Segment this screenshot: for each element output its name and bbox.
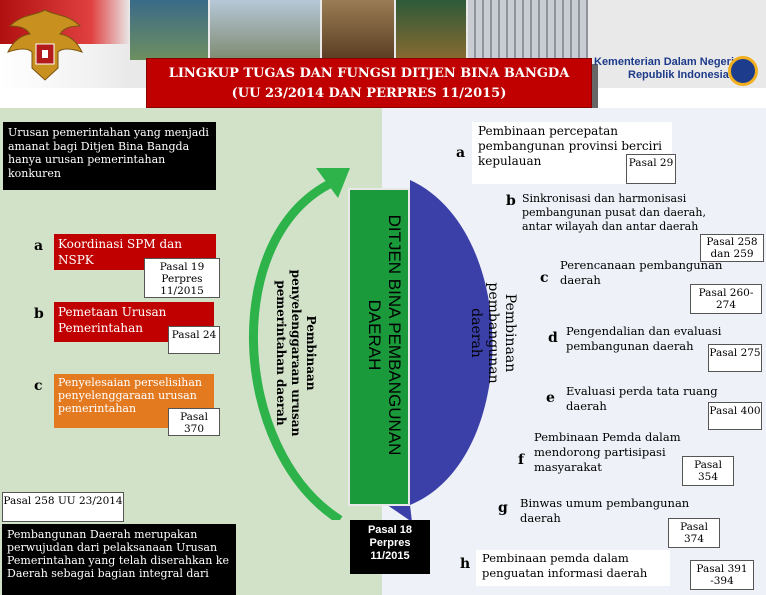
bottom-pasal-258: Pasal 258 UU 23/2014	[2, 492, 124, 522]
green-arc-arrowhead-icon	[316, 168, 350, 198]
right-item-h-pasal: Pasal 391 -394	[690, 560, 754, 590]
right-item-b-pasal: Pasal 258 dan 259	[700, 234, 764, 262]
right-item-h-letter: h	[460, 556, 471, 572]
ministry-logo-icon	[728, 56, 758, 86]
right-item-a-pasal: Pasal 29	[626, 154, 676, 184]
right-item-b-letter: b	[506, 193, 516, 209]
right-item-f-letter: f	[518, 452, 525, 468]
title-line-2: (UU 23/2014 DAN PERPRES 11/2015)	[231, 86, 507, 101]
left-item-b-letter: b	[34, 306, 44, 322]
title-line-1: LINGKUP TUGAS DAN FUNGSI DITJEN BINA BAN…	[168, 66, 570, 81]
photo-bird	[396, 0, 466, 60]
pembangunan-daerah-note: Pembangunan Daerah merupakan perwujudan …	[2, 524, 236, 595]
right-item-b-label: Sinkronisasi dan harmonisasi pembangunan…	[522, 192, 706, 233]
right-item-g-pasal: Pasal 374	[668, 518, 720, 548]
right-item-d-letter: d	[548, 330, 558, 346]
urusan-note: Urusan pemerintahan yang menjadi amanat …	[3, 122, 216, 190]
left-item-c-pasal: Pasal 370	[168, 408, 220, 436]
pasal-18-box: Pasal 18 Perpres 11/2015	[350, 520, 430, 574]
right-item-c-letter: c	[540, 270, 549, 286]
blue-arc-label: Pembinaan pembangunan daerah	[468, 282, 518, 384]
ministry-line-2: Republik Indonesia	[628, 69, 729, 81]
blue-arc	[410, 180, 493, 505]
right-item-e-pasal: Pasal 400	[708, 402, 762, 430]
photo-mountain	[210, 0, 320, 60]
right-item-c-pasal: Pasal 260-274	[690, 284, 762, 314]
right-item-e-label: Evaluasi perda tata ruang daerah	[566, 384, 718, 413]
ditjen-label: DITJEN BINA PEMBANGUNAN DAERAH	[365, 214, 404, 456]
green-arc-label: Pembinaan penyelenggaraan urusan pemerin…	[274, 269, 318, 437]
right-item-g-letter: g	[498, 500, 508, 516]
right-item-e-letter: e	[546, 390, 555, 406]
right-item-d-label: Pengendalian dan evaluasi pembangunan da…	[566, 324, 722, 353]
left-item-c-letter: c	[34, 378, 43, 394]
photo-building	[468, 0, 588, 60]
right-item-h-label: Pembinaan pemda dalam penguatan informas…	[476, 550, 670, 586]
right-item-f-pasal: Pasal 354	[682, 456, 734, 486]
left-item-c-label: Penyelesaian perselisihan penyelenggaraa…	[54, 374, 214, 428]
photo-lake	[130, 0, 208, 60]
right-item-g-label: Binwas umum pembangunan daerah	[520, 496, 690, 525]
ministry-name: Kementerian Dalam Negeri Republik Indone…	[594, 56, 764, 92]
ditjen-box	[348, 188, 410, 506]
right-item-d-pasal: Pasal 275	[708, 344, 762, 372]
right-item-f-label: Pembinaan Pemda dalam mendorong partisip…	[534, 430, 681, 474]
center-arcs	[249, 168, 493, 520]
left-item-a-pasal: Pasal 19 Perpres 11/2015	[144, 258, 220, 298]
ministry-line-1: Kementerian Dalam Negeri	[594, 56, 734, 68]
flag-white-stripe	[0, 44, 130, 88]
right-item-a-letter: a	[456, 145, 466, 161]
left-item-b-pasal: Pasal 24	[168, 326, 220, 354]
left-item-a-letter: a	[34, 238, 44, 254]
photo-temple	[322, 0, 394, 60]
garuda-emblem-icon	[7, 9, 83, 81]
green-arc	[249, 175, 343, 520]
right-item-c-label: Perencanaan pembangunan daerah	[560, 258, 723, 287]
page-title: LINGKUP TUGAS DAN FUNGSI DITJEN BINA BAN…	[146, 58, 592, 108]
